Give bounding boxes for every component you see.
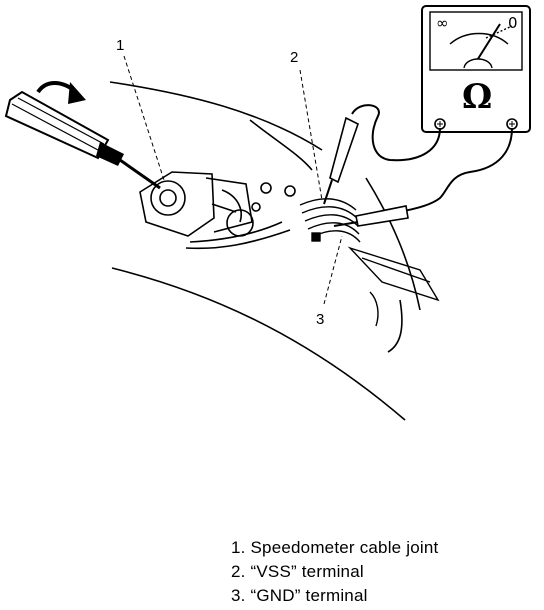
legend-item-speedometer-cable-joint: 1. Speedometer cable joint [231, 538, 439, 557]
probe-vss [323, 116, 359, 205]
legend-item-gnd-terminal: 3. “GND” terminal [231, 586, 368, 605]
rotation-arrow-icon [36, 81, 86, 104]
transmission-housing [139, 171, 296, 250]
legend: 1. Speedometer cable joint 2. “VSS” term… [231, 536, 438, 608]
meter-ohm-symbol: Ω [462, 77, 492, 117]
test-leads [351, 104, 513, 213]
leader-lines [123, 55, 343, 305]
callout-2: 2 [290, 49, 298, 66]
legend-item-vss-terminal: 2. “VSS” terminal [231, 562, 364, 581]
callout-1: 1 [116, 37, 124, 54]
meter-scale-zero: 0 [508, 14, 518, 32]
ohmmeter-icon: ∞ 0 Ω [421, 5, 531, 133]
vss-connector [299, 198, 440, 327]
meter-scale-infinity: ∞ [436, 14, 449, 32]
callout-3: 3 [316, 311, 324, 328]
probe-gnd [333, 205, 409, 227]
screwdriver-icon [4, 90, 161, 190]
